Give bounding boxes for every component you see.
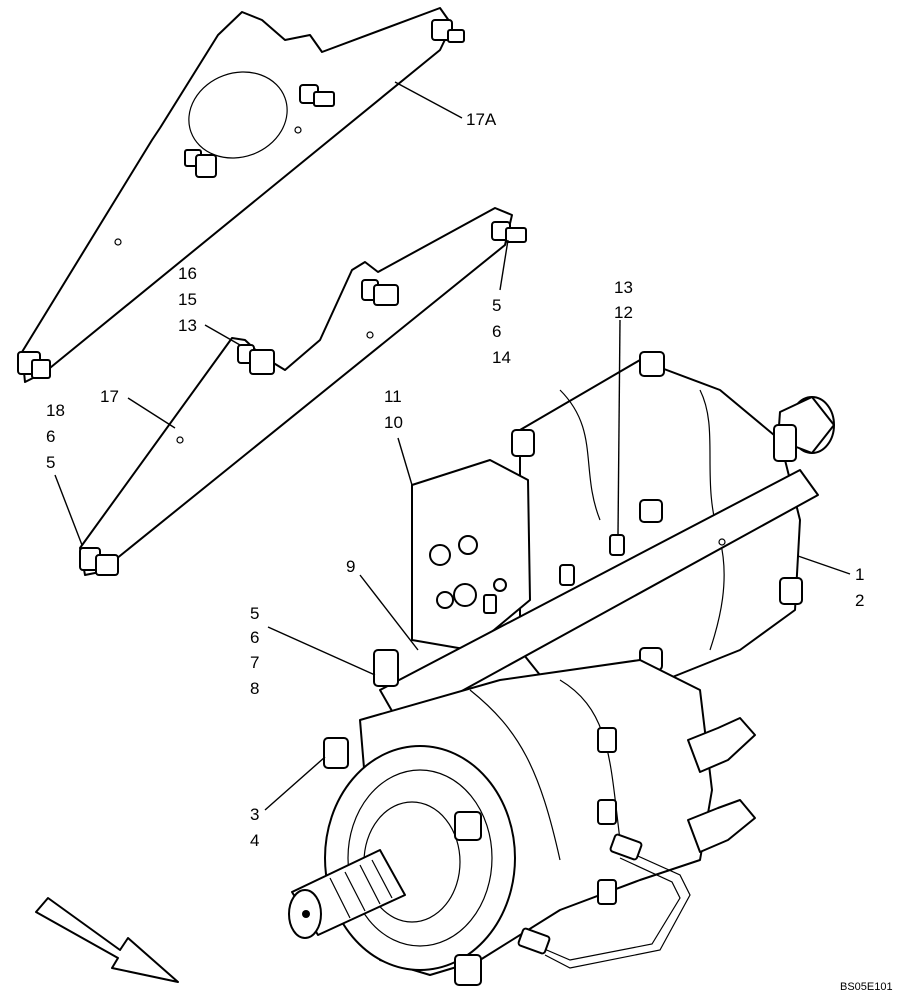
- callout-3: 3: [250, 805, 259, 824]
- callout-15: 15: [178, 290, 197, 309]
- bolt-icon: [237, 344, 275, 375]
- hex-bolt-icon: [597, 727, 617, 753]
- elbow-fitting-icon: [687, 799, 756, 853]
- callout-11: 11: [384, 387, 402, 406]
- callout-10: 10: [384, 413, 403, 432]
- callout-13: 13: [178, 316, 197, 335]
- callout-7: 7: [250, 653, 259, 672]
- callout-2: 2: [855, 591, 864, 610]
- bolt-icon: [361, 279, 399, 306]
- hex-bolt-icon: [454, 954, 482, 986]
- bolt-icon: [184, 149, 217, 178]
- splined-shaft: [288, 849, 406, 939]
- hex-bolt-icon: [323, 737, 349, 769]
- callout-labels: 17A 16 15 13 5 6 14 13 12 11 10 18 6 5 1…: [46, 110, 893, 993]
- leader-lines: [54, 81, 851, 811]
- callout-6: 6: [492, 322, 501, 341]
- pump-assembly: [288, 351, 835, 986]
- figure-code: BS05E101: [840, 981, 893, 993]
- callout-17A: 17A: [466, 110, 497, 129]
- hex-bolt-icon: [597, 799, 617, 825]
- bolt-icon: [373, 649, 399, 687]
- hex-bolt-icon: [597, 879, 617, 905]
- callout-1: 1: [855, 565, 864, 584]
- hex-bolt-icon: [779, 577, 803, 605]
- hex-bolt-icon: [511, 429, 535, 457]
- bolt-icon: [773, 424, 797, 462]
- pin-icon: [559, 564, 575, 586]
- bolt-icon: [299, 84, 335, 107]
- bolt-icon: [491, 221, 527, 243]
- bolt-icon: [431, 19, 465, 43]
- callout-17: 17: [100, 387, 119, 406]
- direction-arrow-icon: [35, 897, 179, 983]
- bracket-17: [79, 207, 527, 576]
- hex-bolt-icon: [639, 351, 665, 377]
- callout-12: 12: [614, 303, 633, 322]
- callout-9: 9: [346, 557, 355, 576]
- callout-14: 14: [492, 348, 511, 367]
- callout-18: 18: [46, 401, 65, 420]
- callout-5: 5: [46, 453, 55, 472]
- bracket-17A: [17, 7, 465, 383]
- pin-icon: [609, 534, 625, 556]
- nut-icon: [79, 547, 119, 576]
- callout-8: 8: [250, 679, 259, 698]
- elbow-fitting-icon: [687, 717, 756, 773]
- hex-bolt-icon: [454, 811, 482, 841]
- callout-6: 6: [250, 628, 259, 647]
- hex-bolt-icon: [639, 499, 663, 523]
- callout-4: 4: [250, 831, 259, 850]
- callout-5: 5: [492, 296, 501, 315]
- hydraulic-tube: [517, 833, 691, 969]
- callout-16: 16: [178, 264, 197, 283]
- callout-6: 6: [46, 427, 55, 446]
- nut-icon: [17, 351, 51, 379]
- callout-13: 13: [614, 278, 633, 297]
- callout-5: 5: [250, 604, 259, 623]
